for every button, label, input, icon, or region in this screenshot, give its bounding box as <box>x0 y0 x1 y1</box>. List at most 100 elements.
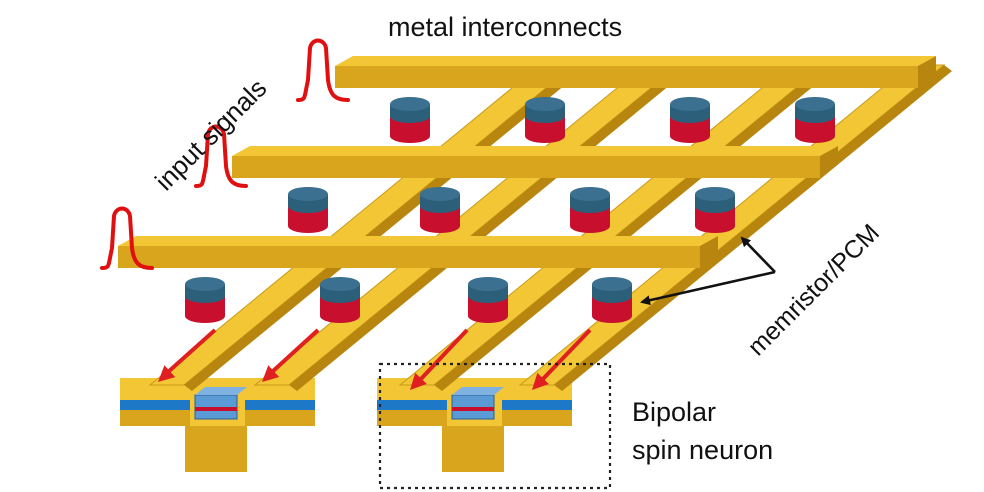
neuron-right-pad <box>245 410 315 426</box>
neuron-magnet-layer <box>452 407 494 411</box>
metal-line-top-face <box>118 236 718 246</box>
device-cap-rim <box>390 109 430 123</box>
device-base <box>592 309 632 323</box>
metal-line-top-face <box>335 56 936 66</box>
neuron-label-line1: Bipolar <box>632 397 716 427</box>
input-signal-pulse <box>100 206 154 270</box>
device-base <box>468 309 508 323</box>
device-cap-rim <box>795 109 835 123</box>
arrow-head <box>262 365 280 382</box>
pointer-line-lower <box>640 270 776 306</box>
arrow-shaft <box>540 328 592 382</box>
metal-line-end-face <box>820 146 838 178</box>
neuron-highlight-box <box>378 362 612 490</box>
current-arrow <box>410 328 469 390</box>
arrow-shaft <box>270 328 320 374</box>
pointer-line-upper <box>740 236 776 273</box>
arrow-head <box>410 372 427 390</box>
device-base <box>390 129 430 143</box>
current-arrows <box>158 328 592 390</box>
bottom-metal-line-side <box>554 65 952 391</box>
device-top <box>670 97 710 111</box>
device-cap-rim <box>185 289 225 303</box>
top-metal-line <box>232 146 838 178</box>
memristor-device <box>525 97 565 143</box>
memristor-device <box>288 187 328 233</box>
arrow-shaft <box>418 328 469 382</box>
memristor-device <box>592 277 632 323</box>
device-base <box>795 129 835 143</box>
device-top <box>525 97 565 111</box>
device-cap-rim <box>320 289 360 303</box>
device-top <box>420 187 460 201</box>
memristor-device <box>420 187 460 233</box>
device-base <box>670 129 710 143</box>
neuron-label-line2: spin neuron <box>632 435 773 465</box>
device-top <box>320 277 360 291</box>
device-cap-rim <box>525 109 565 123</box>
metal-line-top-face <box>232 146 838 156</box>
device-base <box>320 309 360 323</box>
memristor-pointer <box>640 236 776 306</box>
input-signals <box>100 38 350 270</box>
arrow-shaft <box>166 328 217 374</box>
memristor-device <box>320 277 360 323</box>
input-signal-pulse <box>194 124 248 188</box>
neuron-right-pad <box>502 410 572 426</box>
neuron-right-band <box>245 400 315 410</box>
metal-line-front-face <box>118 246 700 268</box>
memristor-device <box>570 187 610 233</box>
bipolar-spin-neuron <box>120 378 315 472</box>
top-metal-line <box>335 56 936 88</box>
neuron-magnet-top <box>452 387 504 395</box>
neuron-left-pad <box>377 410 447 426</box>
device-top <box>185 277 225 291</box>
device-cap-rim <box>468 289 508 303</box>
device-top <box>570 187 610 201</box>
device-top <box>795 97 835 111</box>
device-top <box>592 277 632 291</box>
device-cap-rim <box>695 199 735 213</box>
top-metal-line <box>118 236 718 268</box>
neuron-left-band <box>120 400 190 410</box>
device-top <box>288 187 328 201</box>
device-base <box>695 219 735 233</box>
neuron-right-band <box>502 400 572 410</box>
input-signal-pulse <box>296 38 350 102</box>
arrow-head <box>532 372 549 390</box>
device-cap-rim <box>288 199 328 213</box>
device-base <box>185 309 225 323</box>
device-top <box>468 277 508 291</box>
neuron-stem <box>185 426 247 472</box>
metal-line-end-face <box>918 56 936 88</box>
neuron-left-pad <box>120 410 190 426</box>
current-arrow <box>262 328 320 382</box>
metal-line-end-face <box>700 236 718 268</box>
device-base <box>570 219 610 233</box>
metal-line-front-face <box>335 66 918 88</box>
memristor-device <box>185 277 225 323</box>
device-cap-rim <box>570 199 610 213</box>
arrow-head <box>158 365 176 382</box>
bipolar-spin-neuron <box>377 378 572 472</box>
device-top <box>390 97 430 111</box>
device-cap-rim <box>420 199 460 213</box>
memristor-device <box>468 277 508 323</box>
device-base <box>525 129 565 143</box>
device-cap-rim <box>592 289 632 303</box>
device-cap-rim <box>670 109 710 123</box>
device-base <box>288 219 328 233</box>
memristor-device <box>795 97 835 143</box>
memristor-device <box>670 97 710 143</box>
neuron-magnet-top <box>195 387 247 395</box>
current-arrow <box>158 328 217 382</box>
neuron-left-band <box>377 400 447 410</box>
neurons <box>120 378 572 472</box>
neuron-stem <box>442 426 504 472</box>
current-arrow <box>532 328 592 390</box>
metal-interconnects-label: metal interconnects <box>388 12 622 42</box>
memristor-device <box>695 187 735 233</box>
memristor-pcm-label: memristor/PCM <box>742 219 885 362</box>
memristor-device <box>390 97 430 143</box>
